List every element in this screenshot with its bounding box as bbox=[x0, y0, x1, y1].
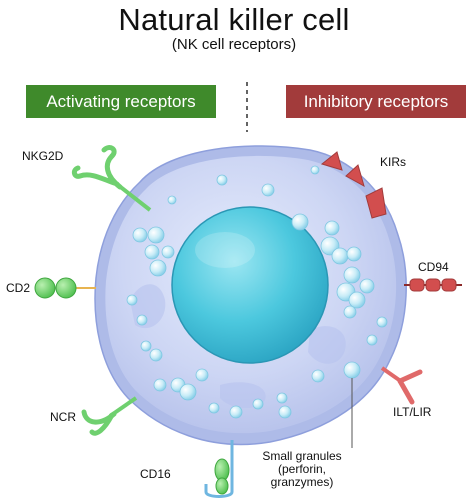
granule bbox=[161, 245, 175, 259]
granule bbox=[147, 226, 165, 244]
granule bbox=[348, 291, 366, 309]
ncr-receptor bbox=[81, 396, 138, 436]
granules-line-3: granzymes) bbox=[270, 475, 334, 489]
diagram-title: Natural killer cell bbox=[118, 2, 350, 37]
granule bbox=[140, 340, 152, 352]
label-nkg2d: NKG2D bbox=[22, 149, 64, 163]
label-cd16: CD16 bbox=[140, 467, 171, 481]
label-cd94: CD94 bbox=[418, 260, 449, 274]
diagram-subtitle: (NK cell receptors) bbox=[171, 36, 297, 53]
granule bbox=[252, 398, 264, 410]
granule bbox=[359, 278, 375, 294]
cell-body bbox=[94, 145, 407, 446]
granule bbox=[278, 405, 292, 419]
label-small-granules: Small granules (perforin, granzymes) bbox=[250, 450, 354, 489]
granules-line-1: Small granules bbox=[262, 449, 342, 463]
granule bbox=[132, 227, 148, 243]
granule bbox=[311, 369, 325, 383]
granule bbox=[310, 165, 320, 175]
label-cd2: CD2 bbox=[6, 281, 31, 295]
granule bbox=[136, 314, 148, 326]
ilt-lir-receptor bbox=[380, 366, 423, 405]
granule bbox=[216, 174, 228, 186]
cd2-receptor bbox=[34, 277, 96, 299]
granule bbox=[179, 383, 197, 401]
granule bbox=[324, 220, 340, 236]
granule bbox=[126, 294, 138, 306]
label-ncr: NCR bbox=[50, 410, 76, 424]
granule bbox=[331, 247, 349, 265]
cd16-receptor bbox=[204, 440, 234, 498]
granule bbox=[343, 266, 361, 284]
granule bbox=[261, 183, 275, 197]
granule bbox=[167, 195, 177, 205]
nucleus bbox=[171, 206, 329, 364]
granule bbox=[376, 316, 388, 328]
granules-line-2: (perforin, bbox=[277, 462, 327, 476]
label-ilt-lir: ILT/LIR bbox=[393, 405, 432, 419]
granule bbox=[153, 378, 167, 392]
granule bbox=[343, 361, 361, 379]
granule bbox=[346, 246, 362, 262]
nkg2d-receptor bbox=[71, 145, 152, 212]
granule bbox=[144, 244, 160, 260]
label-kirs: KIRs bbox=[380, 155, 407, 169]
granule bbox=[343, 305, 357, 319]
cd94-receptor bbox=[404, 278, 462, 292]
granule bbox=[149, 259, 167, 277]
granule bbox=[366, 334, 378, 346]
granule bbox=[276, 392, 288, 404]
granules-group bbox=[126, 165, 388, 419]
granule bbox=[195, 368, 209, 382]
granule bbox=[149, 348, 163, 362]
granule bbox=[291, 213, 309, 231]
activating-receptors-badge: Activating receptors bbox=[26, 85, 216, 118]
kirs-receptor bbox=[320, 151, 387, 219]
granule bbox=[208, 402, 220, 414]
granule bbox=[229, 405, 243, 419]
inhibitory-receptors-badge: Inhibitory receptors bbox=[286, 85, 466, 118]
